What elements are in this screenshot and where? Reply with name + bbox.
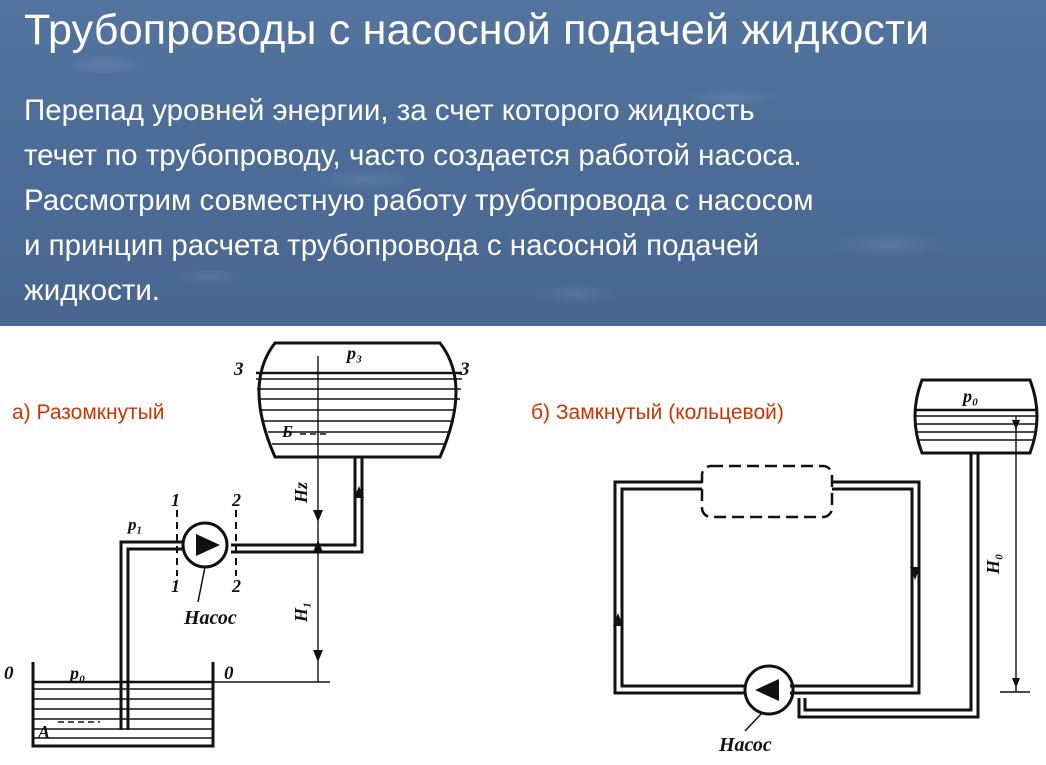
lower-reservoir-liquid-lines (33, 680, 213, 739)
upper-tank-liquid-lines (256, 371, 462, 445)
flow-arrow-up (354, 486, 364, 498)
lower-reservoir (31, 662, 215, 748)
label-section1-top: 1 (171, 490, 180, 510)
label-p0-b: p₀ (961, 386, 978, 406)
discharge-pipe (231, 457, 364, 554)
slide-paragraph: Перепад уровней энергии, за счет которог… (24, 88, 1024, 313)
label-p1: p₁ (126, 515, 142, 534)
diagram-b (613, 378, 1039, 732)
slide-title: Трубопроводы с насосной подачей жидкости (24, 6, 930, 54)
diagram-a-labels: p₃ 3 3 Б Hᴢ H₁ p₁ 1 1 2 2 Насос 0 0 p₀ A (4, 343, 470, 742)
consumer-block (700, 464, 834, 519)
label-section2-top: 2 (231, 490, 241, 510)
paragraph-line-1: Перепад уровней энергии, за счет которог… (24, 94, 755, 127)
paragraph-line-5: жидкости. (24, 274, 161, 307)
label-A: A (37, 722, 50, 742)
label-p3: p₃ (345, 343, 362, 363)
diagram-a (31, 341, 462, 748)
label-Hz: Hᴢ (291, 482, 311, 504)
label-section0-right: 0 (224, 663, 234, 684)
label-pump-a: Насос (183, 607, 237, 629)
makeup-pipe (797, 453, 980, 719)
label-section0-left: 0 (4, 663, 14, 684)
diagram-b-caption: б) Замкнутый (кольцевой) (531, 401, 784, 424)
diagram-b-labels: p₀ H₀ Насос (718, 386, 1003, 756)
label-section2-bottom: 2 (231, 576, 241, 596)
label-p0-a: p₀ (68, 663, 85, 683)
label-pump-b: Насос (718, 734, 772, 756)
diagram-a-caption: а) Разомкнутый (12, 401, 165, 424)
paragraph-line-3: Рассмотрим совместную работу трубопровод… (24, 184, 814, 217)
label-H1: H₁ (291, 602, 311, 623)
paragraph-line-4: и принцип расчета трубопровода с насосно… (24, 229, 760, 262)
flow-arrow-b-down (910, 567, 920, 580)
paragraph-line-2: течет по трубопроводу, часто создается р… (24, 139, 802, 172)
label-section3-right: 3 (459, 359, 470, 380)
header-texture (0, 0, 1046, 326)
label-section1-bottom: 1 (171, 576, 180, 596)
label-H0: H₀ (983, 554, 1003, 575)
pump-b (743, 664, 795, 716)
label-B: Б (281, 422, 293, 441)
tank-b-liquid-lines (914, 408, 1038, 441)
slide-header: Трубопроводы с насосной подачей жидкости… (0, 0, 1046, 326)
pipeline-diagrams: p₃ 3 3 Б Hᴢ H₁ p₁ 1 1 2 2 Насос 0 0 p₀ A (4, 341, 1039, 756)
tank-b (913, 378, 1039, 455)
label-section3-left: 3 (233, 359, 244, 380)
suction-pipe (119, 540, 183, 730)
flow-arrow-b-up (613, 613, 623, 626)
